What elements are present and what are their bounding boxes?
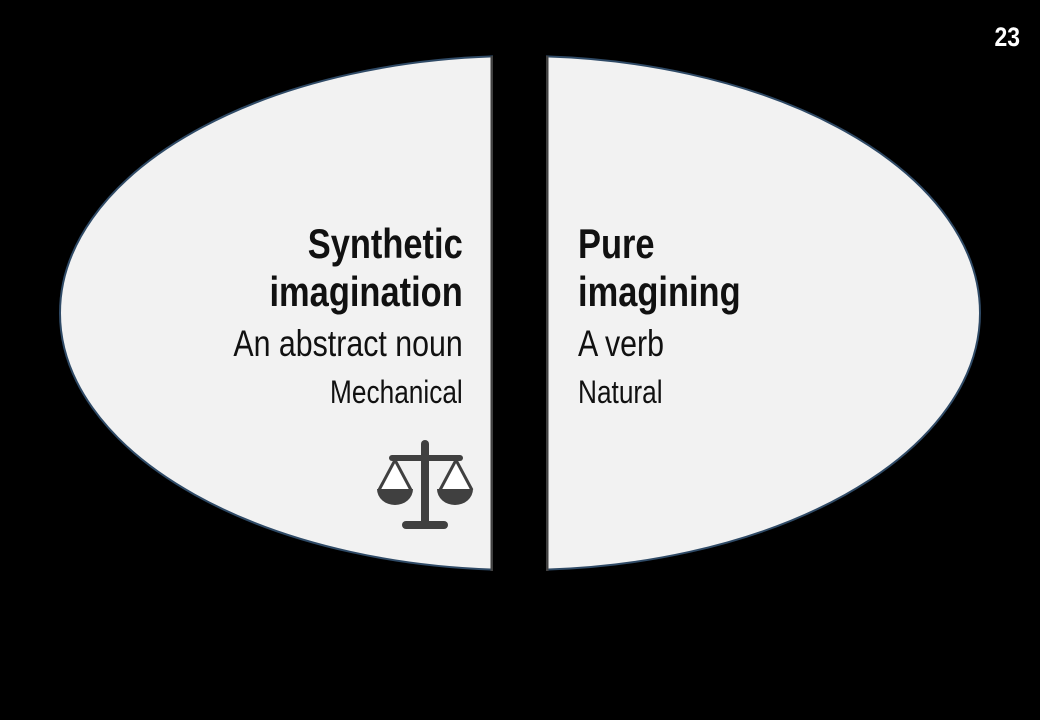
left-half-ellipse xyxy=(59,55,493,571)
left-descriptor: Mechanical xyxy=(330,374,463,410)
right-title-line1: Pure xyxy=(578,220,655,267)
left-text-block: Synthetic imagination An abstract noun M… xyxy=(183,220,463,412)
left-title-line2: imagination xyxy=(269,268,463,315)
left-subtitle: An abstract noun xyxy=(233,323,463,364)
left-title-line1: Synthetic xyxy=(307,220,463,267)
right-title-line2: imagining xyxy=(578,268,741,315)
right-text-block: Pure imagining A verb Natural xyxy=(578,220,776,412)
right-half-ellipse xyxy=(546,55,981,571)
right-subtitle: A verb xyxy=(578,323,665,364)
scales-icon xyxy=(377,440,474,529)
page-number: 23 xyxy=(994,22,1020,52)
right-descriptor: Natural xyxy=(578,374,663,410)
